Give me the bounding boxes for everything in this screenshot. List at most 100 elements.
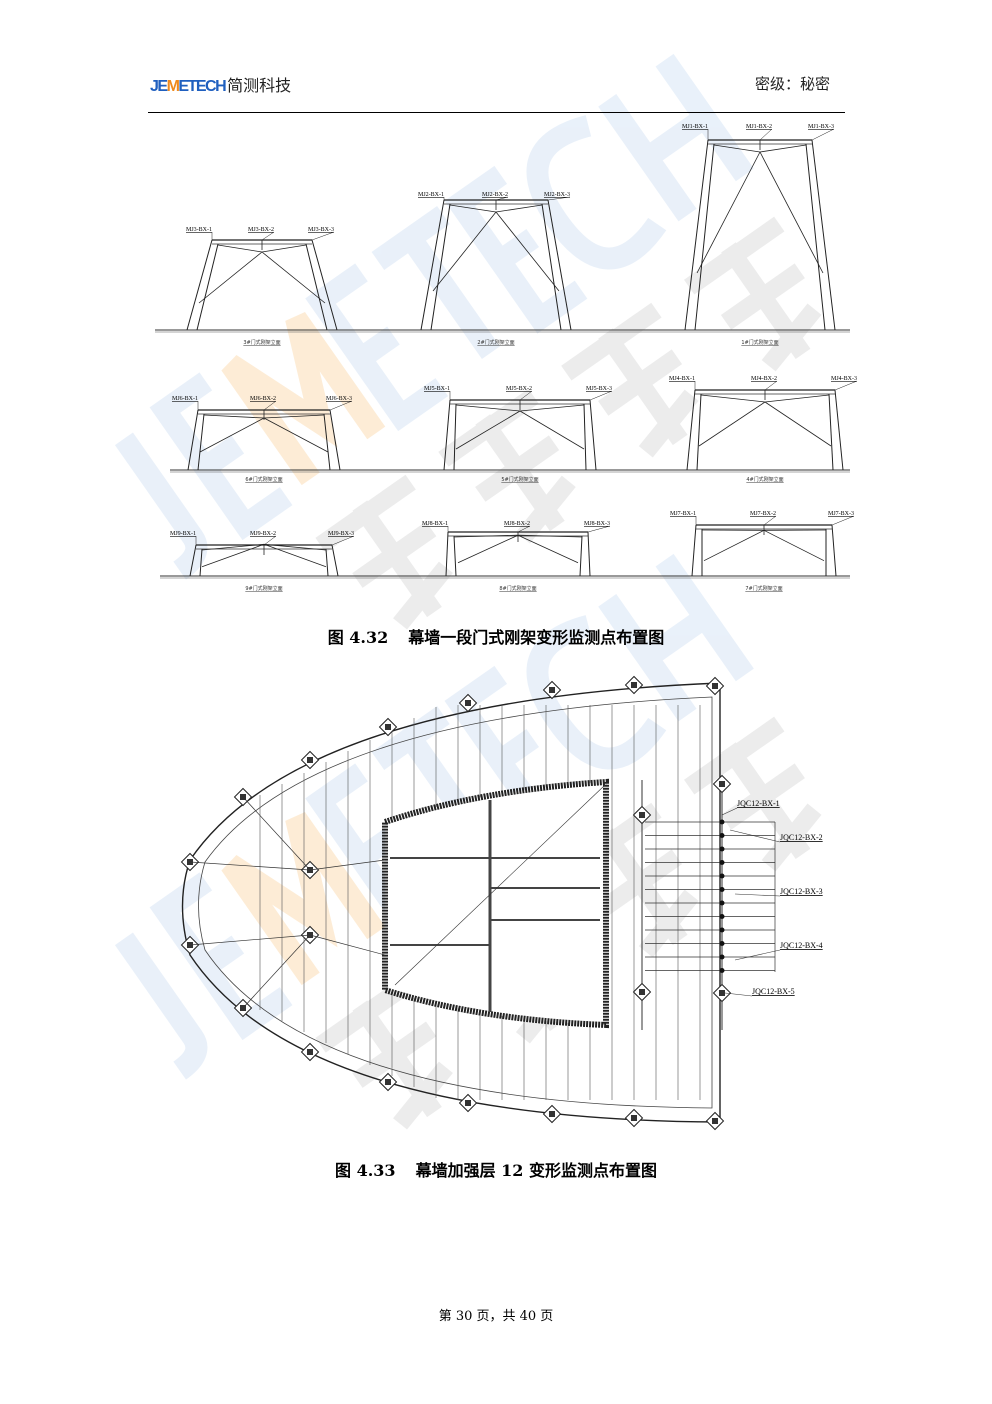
frame-column <box>828 393 834 471</box>
brace <box>263 543 327 568</box>
core-wall <box>382 778 609 1029</box>
monitor-point-label: MJ1-BX-1 <box>682 124 708 130</box>
frame-column <box>547 199 572 331</box>
monitor-point-label: JQC12-BX-5 <box>752 987 795 996</box>
column-node-core <box>712 683 718 689</box>
monitor-point-label: MJ2-BX-3 <box>544 192 570 198</box>
monitor-point-label: MJ2-BX-1 <box>418 192 444 198</box>
frame-column <box>187 409 199 471</box>
frame-column <box>686 389 696 471</box>
monitor-point-label: MJ9-BX-2 <box>250 531 276 537</box>
monitor-point-label: MJ4-BX-2 <box>751 376 777 382</box>
brace <box>713 144 761 153</box>
frame-column <box>684 139 709 331</box>
column-node-core <box>385 1079 391 1085</box>
frame-caption: 5#门式刚架立面 <box>501 476 538 483</box>
brace <box>698 401 766 447</box>
tie-line <box>309 934 386 956</box>
monitor-point-label: MJ3-BX-3 <box>308 227 334 233</box>
monitor-point-label: MJ6-BX-1 <box>172 396 198 402</box>
tie-line <box>242 796 311 871</box>
frame-column <box>331 544 339 577</box>
brace <box>261 244 307 253</box>
frame-column <box>420 199 445 331</box>
brace <box>201 543 265 551</box>
brace <box>201 543 265 568</box>
leader-line <box>329 400 353 411</box>
leader-line <box>547 196 571 201</box>
frame-column <box>583 403 587 471</box>
monitor-point-label: MJ6-BX-2 <box>250 396 276 402</box>
monitor-point-label: MJ1-BX-2 <box>746 124 772 130</box>
leader-line <box>261 231 275 241</box>
column-node-core <box>549 1111 555 1117</box>
figure-number: 图 4.32 <box>327 628 389 647</box>
leader-line <box>759 128 773 141</box>
brace <box>519 410 585 450</box>
header-divider <box>148 112 845 113</box>
brace <box>449 204 497 213</box>
frame-column <box>443 399 451 471</box>
tie-line <box>189 861 311 871</box>
column-node-core <box>385 724 391 730</box>
brace <box>763 529 825 562</box>
leader-line <box>734 949 781 961</box>
frame-column <box>196 243 219 331</box>
leader-line <box>724 992 753 997</box>
frame-column <box>323 413 331 471</box>
frame-column <box>453 535 457 577</box>
logo-wordmark: JEMETECH <box>150 78 227 96</box>
brace <box>263 414 325 419</box>
monitor-point-label: MJ8-BX-3 <box>584 521 610 527</box>
brace <box>519 404 585 412</box>
frame-caption: 4#门式刚架立面 <box>746 476 783 483</box>
leader-line <box>517 525 531 533</box>
monitor-point-label: MJ4-BX-3 <box>831 376 857 382</box>
floor-plan-drawing: JQC12-BX-1JQC12-BX-2JQC12-BX-3JQC12-BX-4… <box>180 675 823 1131</box>
company-logo: JEMETECH 简测科技 <box>150 72 291 96</box>
figure-title: 幕墙一段门式刚架变形监测点布置图 <box>408 628 665 647</box>
brace <box>203 414 265 419</box>
frame-column <box>589 399 597 471</box>
column-node-core <box>639 989 645 995</box>
brace <box>700 394 766 403</box>
frame-column <box>325 548 329 577</box>
leader-line <box>764 380 778 391</box>
monitor-point-label: MJ3-BX-2 <box>248 227 274 233</box>
monitor-point-label: JQC12-BX-1 <box>737 799 780 808</box>
monitor-point-label: MJ1-BX-3 <box>808 124 834 130</box>
frame-column <box>579 535 583 577</box>
monitor-node <box>719 833 725 838</box>
monitor-node <box>719 900 725 906</box>
leader-line <box>331 535 355 546</box>
frame-caption: 2#门式刚架立面 <box>477 339 514 346</box>
leader-line <box>495 196 509 201</box>
frame-column <box>831 524 837 577</box>
column-node-core <box>631 1115 637 1121</box>
monitor-point-label: MJ9-BX-3 <box>328 531 354 537</box>
brace <box>759 151 824 274</box>
frame-caption: 9#门式刚架立面 <box>245 585 282 592</box>
leader-line <box>763 515 777 526</box>
column-node-core <box>307 757 313 763</box>
column-node-core <box>719 990 725 996</box>
brace <box>455 410 521 450</box>
brace <box>263 543 327 551</box>
brace <box>495 211 560 292</box>
monitor-point-label: MJ8-BX-1 <box>422 521 448 527</box>
tie-line <box>309 859 386 871</box>
brace <box>517 534 583 538</box>
frame-caption: 1#门式刚架立面 <box>741 339 778 346</box>
monitor-point-label: JQC12-BX-3 <box>780 887 823 896</box>
frame-column <box>453 403 457 471</box>
monitor-point-label: MJ5-BX-3 <box>586 386 612 392</box>
column-node-core <box>549 687 555 693</box>
monitor-point-label: MJ5-BX-2 <box>506 386 532 392</box>
